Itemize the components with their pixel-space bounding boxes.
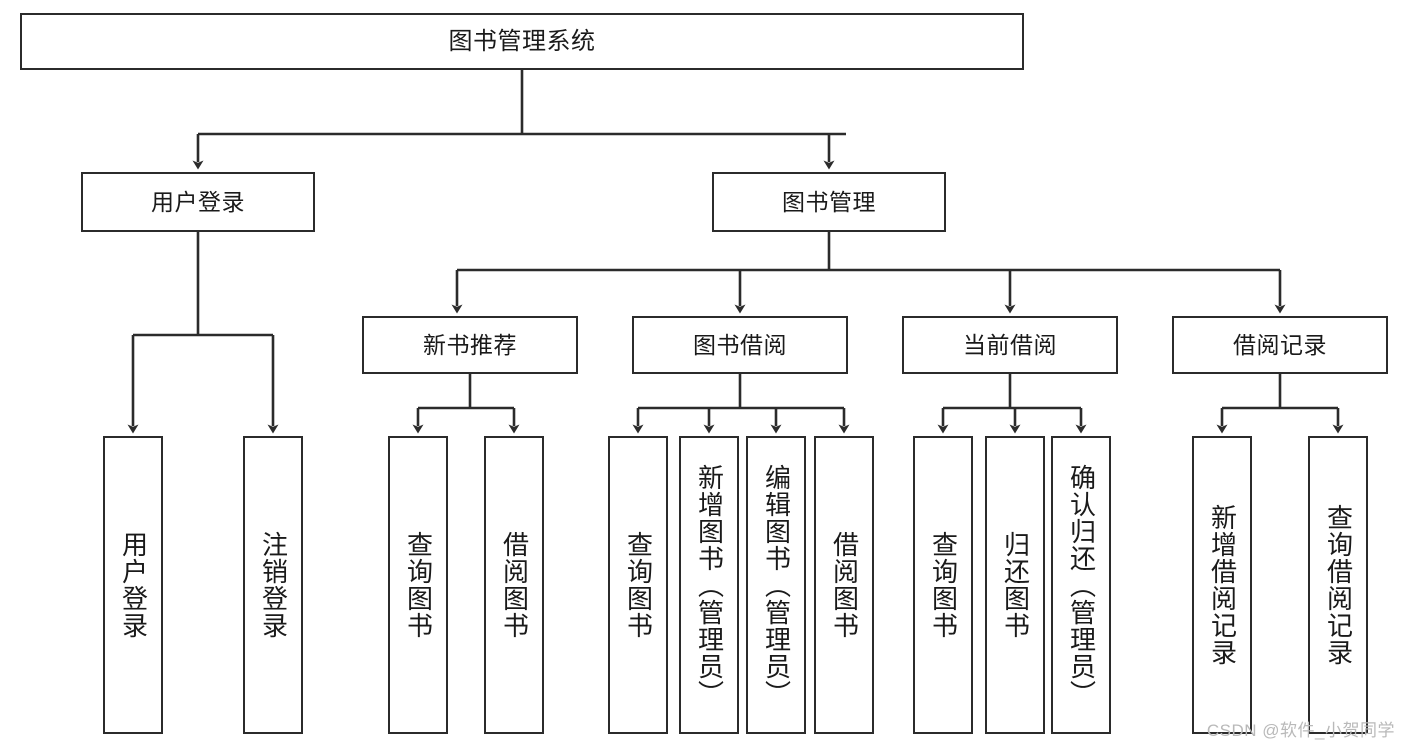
leaf-records-query-record[interactable]: 查询借阅记录 [1308,436,1368,734]
node-new-book-recommendation[interactable]: 新书推荐 [362,316,578,374]
leaf-borrow-add-book-admin[interactable]: 新增图书（管理员） [679,436,739,734]
leaf-newbook-borrow-books-label: 借阅图书 [499,531,530,639]
leaf-newbook-query-books-label: 查询图书 [403,531,434,639]
csdn-watermark: CSDN @软件_小贺同学 [1206,721,1395,740]
leaf-logout-label: 注销登录 [258,531,289,639]
node-borrowing-records-label: 借阅记录 [1233,331,1327,358]
leaf-user-login[interactable]: 用户登录 [103,436,163,734]
node-book-management-label: 图书管理 [782,188,876,215]
node-book-management[interactable]: 图书管理 [712,172,946,232]
node-new-book-recommendation-label: 新书推荐 [423,331,517,358]
leaf-borrow-edit-book-admin-label: 编辑图书（管理员） [761,463,792,707]
leaf-current-return-books[interactable]: 归还图书 [985,436,1045,734]
leaf-records-add-record-label: 新增借阅记录 [1207,504,1238,666]
leaf-current-confirm-return-admin-label: 确认归还（管理员） [1066,463,1097,707]
leaf-borrow-edit-book-admin[interactable]: 编辑图书（管理员） [746,436,806,734]
leaf-newbook-borrow-books[interactable]: 借阅图书 [484,436,544,734]
leaf-current-query-books-label: 查询图书 [928,531,959,639]
leaf-borrow-query-books[interactable]: 查询图书 [608,436,668,734]
leaf-logout[interactable]: 注销登录 [243,436,303,734]
leaf-user-login-label: 用户登录 [118,531,149,639]
node-current-borrowing[interactable]: 当前借阅 [902,316,1118,374]
leaf-records-add-record[interactable]: 新增借阅记录 [1192,436,1252,734]
leaf-borrow-add-book-admin-label: 新增图书（管理员） [694,463,725,707]
leaf-borrow-lend-books-label: 借阅图书 [829,531,860,639]
node-current-borrowing-label: 当前借阅 [963,331,1057,358]
node-book-borrowing-label: 图书借阅 [693,331,787,358]
node-user-login-label: 用户登录 [151,188,245,215]
leaf-records-query-record-label: 查询借阅记录 [1323,504,1354,666]
node-user-login[interactable]: 用户登录 [81,172,315,232]
leaf-borrow-lend-books[interactable]: 借阅图书 [814,436,874,734]
node-book-borrowing[interactable]: 图书借阅 [632,316,848,374]
node-root-label: 图书管理系统 [448,27,596,55]
leaf-newbook-query-books[interactable]: 查询图书 [388,436,448,734]
node-root[interactable]: 图书管理系统 [20,13,1024,70]
node-borrowing-records[interactable]: 借阅记录 [1172,316,1388,374]
leaf-current-return-books-label: 归还图书 [1000,531,1031,639]
leaf-borrow-query-books-label: 查询图书 [623,531,654,639]
leaf-current-confirm-return-admin[interactable]: 确认归还（管理员） [1051,436,1111,734]
leaf-current-query-books[interactable]: 查询图书 [913,436,973,734]
